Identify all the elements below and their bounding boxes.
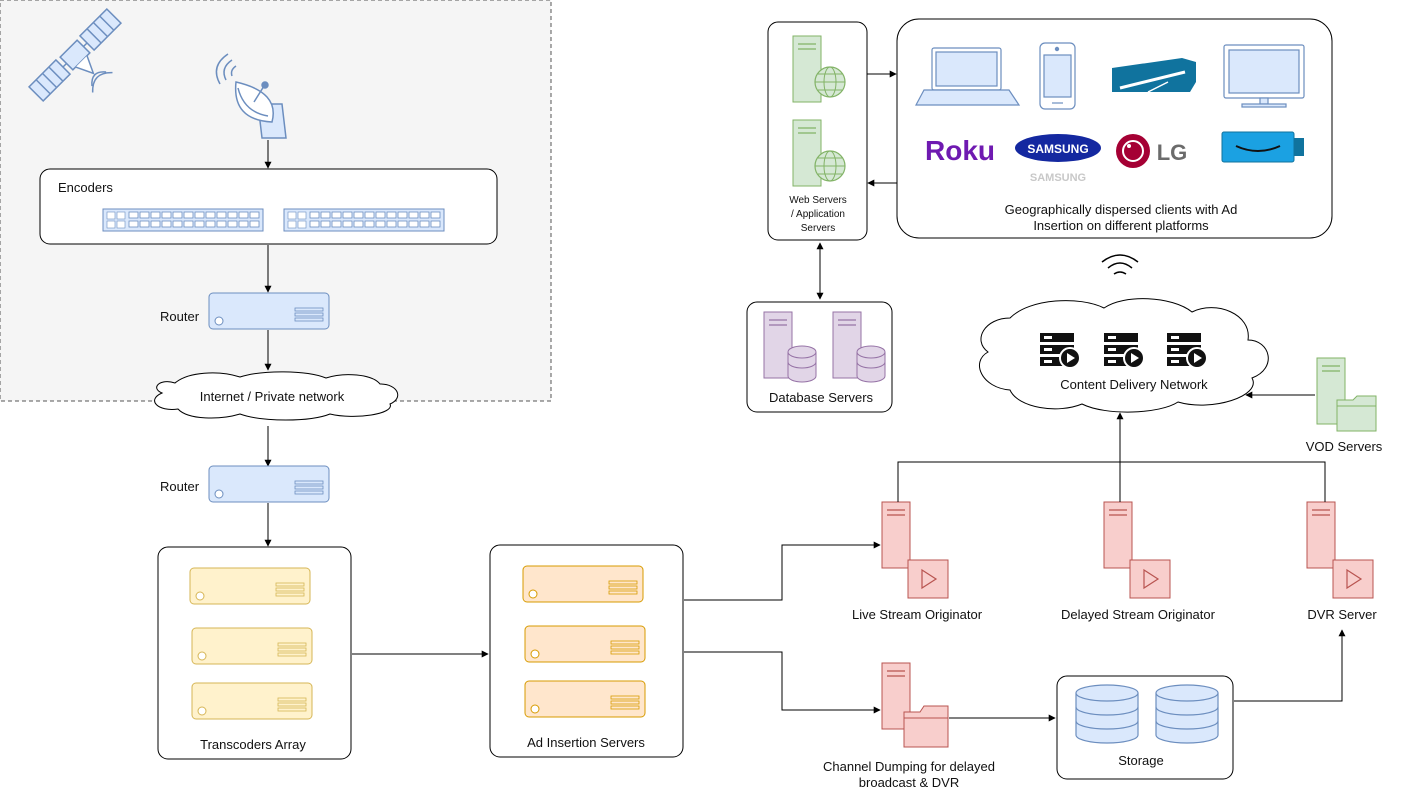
wifi-icon: [1101, 254, 1139, 275]
cdn-video-server-2: [1103, 332, 1145, 369]
transcoder-server-1: [189, 567, 311, 605]
ad-server-3: [524, 680, 646, 718]
web-servers-label-1: Web Servers: [789, 195, 847, 206]
storage-label: Storage: [1118, 753, 1164, 768]
storage-disk-1: [1075, 684, 1139, 744]
fire-tv-stick-icon: [1221, 131, 1304, 163]
clients-label-1: Geographically dispersed clients with Ad: [1005, 202, 1238, 217]
lg-logo-text: LG: [1157, 140, 1188, 165]
roku-logo: Roku: [925, 135, 995, 166]
router-top: [208, 292, 330, 330]
dvr-server-label: DVR Server: [1307, 607, 1377, 622]
cdn-video-server-1: [1039, 332, 1081, 369]
samsung-sub-text: SAMSUNG: [1030, 172, 1086, 184]
ad-insertion-label: Ad Insertion Servers: [527, 735, 645, 750]
ad-server-2: [524, 625, 646, 663]
channel-dumping-label-2: broadcast & DVR: [859, 775, 959, 790]
ad-server-1: [522, 565, 644, 603]
smartphone-icon: [1039, 42, 1076, 110]
router-bottom-label: Router: [160, 479, 200, 494]
encoders-label: Encoders: [58, 180, 113, 195]
internet-cloud: [154, 371, 399, 421]
samsung-logo-text: SAMSUNG: [1027, 142, 1088, 156]
cdn-label: Content Delivery Network: [1060, 377, 1208, 392]
router-top-label: Router: [160, 309, 200, 324]
transcoder-server-3: [191, 682, 313, 720]
cdn-video-server-3: [1166, 332, 1208, 369]
satellite-icon: [27, 7, 123, 103]
encoder-port-lines: [128, 211, 441, 228]
web-servers-label-3: Servers: [801, 223, 835, 234]
set-top-box-icon: [1112, 58, 1196, 93]
live-stream-originator-icon: [881, 501, 949, 599]
clients-label-2: Insertion on different platforms: [1033, 218, 1209, 233]
transcoder-server-2: [191, 627, 313, 665]
router-bottom: [208, 465, 330, 503]
database-servers-label: Database Servers: [769, 390, 874, 405]
samsung-logo: SAMSUNG SAMSUNG: [1015, 134, 1101, 184]
vod-server-icon: [1316, 357, 1377, 432]
internet-label: Internet / Private network: [200, 389, 345, 404]
satellite-dish-icon: [215, 53, 287, 139]
monitor-icon: [1223, 44, 1305, 108]
live-stream-label: Live Stream Originator: [852, 607, 983, 622]
delayed-stream-originator-icon: [1103, 501, 1171, 599]
web-servers-label-2: / Application: [791, 209, 845, 220]
web-server-icon-1: [792, 35, 846, 103]
transcoders-label: Transcoders Array: [200, 737, 306, 752]
storage-disk-2: [1155, 684, 1219, 744]
dvr-server-icon: [1306, 501, 1374, 599]
channel-dumping-label-1: Channel Dumping for delayed: [823, 759, 995, 774]
channel-dumping-icon: [881, 662, 949, 748]
laptop-icon: [915, 47, 1021, 106]
clients-box: [896, 18, 1333, 239]
web-server-icon-2: [792, 119, 846, 187]
vod-servers-label: VOD Servers: [1306, 439, 1383, 454]
lg-logo: LG: [1116, 134, 1187, 168]
delayed-stream-label: Delayed Stream Originator: [1061, 607, 1216, 622]
